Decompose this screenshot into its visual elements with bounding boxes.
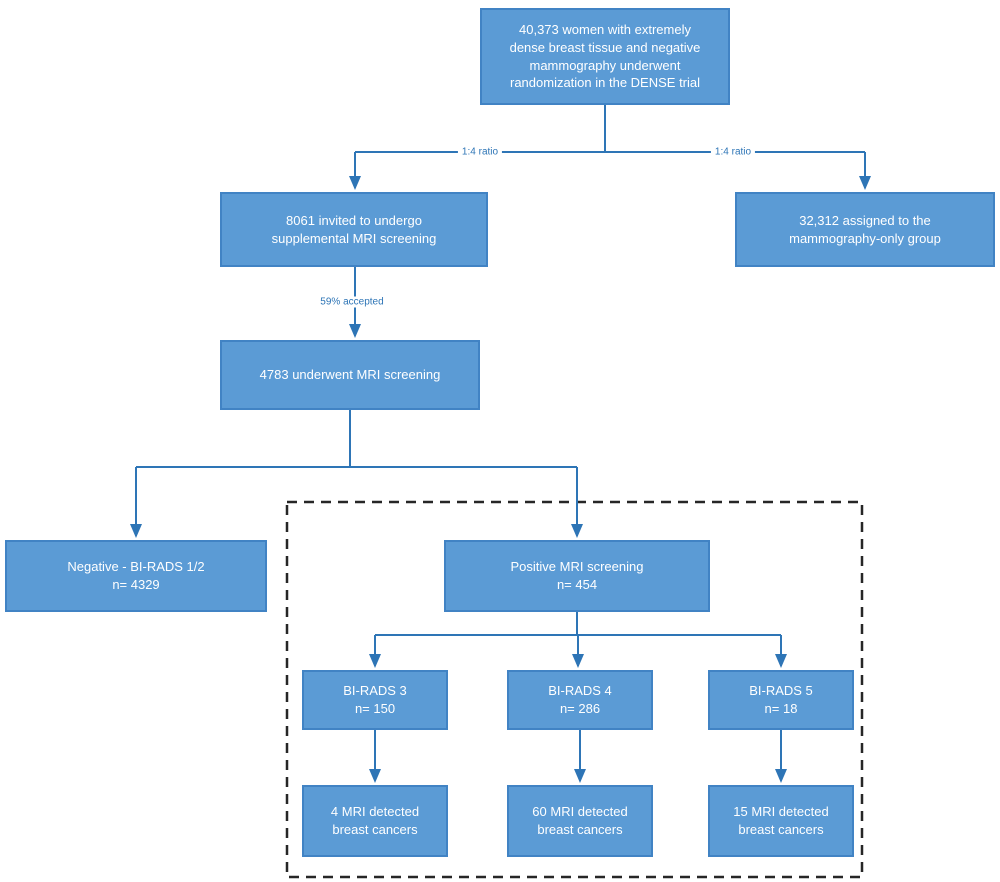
node-birads3-label: BI-RADS 3 [343,683,407,699]
node-positive-mri: Positive MRI screening n= 454 [444,540,710,612]
node-cancers4-line1: 60 MRI detected [532,804,628,820]
node-birads3-count: n= 150 [354,701,396,716]
node-invited-label: 8061 invited to undergo supplemental MRI… [271,212,437,246]
node-randomized-label: 40,373 women with extremely dense breast… [509,21,701,91]
node-mammography-only-label: 32,312 assigned to the mammography-only … [789,212,941,246]
node-birads4: BI-RADS 4 n= 286 [507,670,653,730]
accepted-label: 59% accepted [316,296,388,308]
node-mri-screened: 4783 underwent MRI screening [220,340,480,410]
node-cancers3-line2: breast cancers [332,822,418,837]
node-birads5-count: n= 18 [764,701,798,716]
node-negative-label: Negative - BI-RADS 1/2 [67,559,205,575]
node-birads3: BI-RADS 3 n= 150 [302,670,448,730]
node-birads5-label: BI-RADS 5 [749,683,813,699]
node-positive-label: Positive MRI screening [510,559,644,575]
node-cancers4-line2: breast cancers [537,822,623,837]
node-birads5: BI-RADS 5 n= 18 [708,670,854,730]
node-invited: 8061 invited to undergo supplemental MRI… [220,192,488,267]
node-mri-screened-label: 4783 underwent MRI screening [259,367,441,383]
node-positive-count: n= 454 [556,577,598,592]
node-negative-birads12: Negative - BI-RADS 1/2 n= 4329 [5,540,267,612]
node-birads4-label: BI-RADS 4 [548,683,612,699]
ratio-label-right: 1:4 ratio [710,146,756,158]
node-mammography-only: 32,312 assigned to the mammography-only … [735,192,995,267]
node-cancers5-line1: 15 MRI detected [733,804,829,820]
ratio-label-left: 1:4 ratio [457,146,503,158]
node-cancers3-line1: 4 MRI detected [330,804,420,820]
node-cancers-birads4: 60 MRI detected breast cancers [507,785,653,857]
node-cancers-birads3: 4 MRI detected breast cancers [302,785,448,857]
node-cancers-birads5: 15 MRI detected breast cancers [708,785,854,857]
node-negative-count: n= 4329 [112,577,160,592]
node-birads4-count: n= 286 [559,701,601,716]
node-randomized: 40,373 women with extremely dense breast… [480,8,730,105]
node-cancers5-line2: breast cancers [738,822,824,837]
